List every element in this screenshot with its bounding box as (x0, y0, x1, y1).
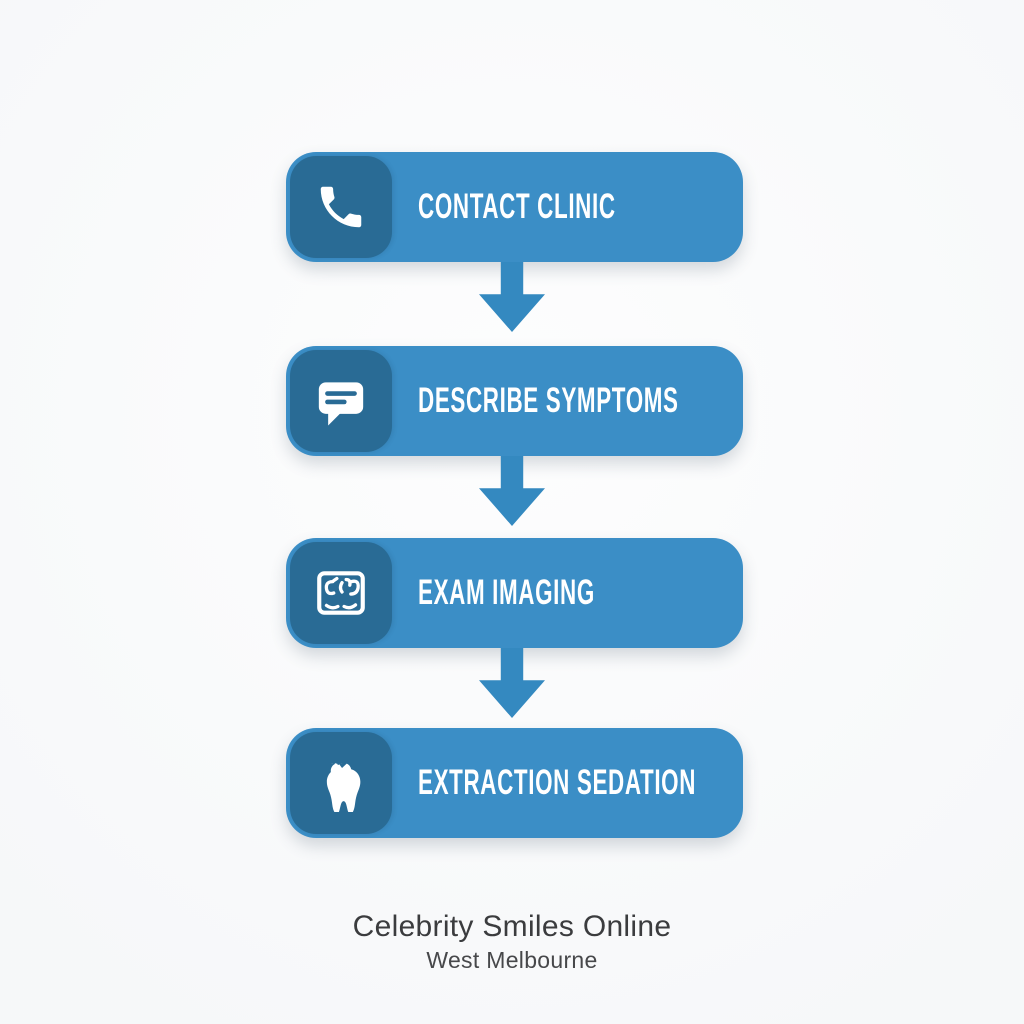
step-icon-square (290, 732, 392, 834)
down-arrow (479, 648, 545, 718)
step-describe-symptoms: DESCRIBE SYMPTOMS (286, 346, 743, 456)
tooth-icon (326, 761, 361, 812)
phone-icon (320, 186, 362, 228)
step-icon-square (290, 156, 392, 258)
xray-scan-icon (317, 571, 365, 615)
step-contact-clinic: CONTACT CLINIC (286, 152, 743, 262)
step-label: DESCRIBE SYMPTOMS (418, 381, 679, 420)
down-arrow (479, 262, 545, 332)
step-icon-square (290, 350, 392, 452)
step-label: EXTRACTION SEDATION (418, 763, 697, 802)
speech-bubble-icon (318, 382, 364, 426)
clinic-name: Celebrity Smiles Online (352, 910, 672, 943)
step-extraction-sedation: EXTRACTION SEDATION (286, 728, 743, 838)
step-label: CONTACT CLINIC (418, 187, 616, 226)
step-icon-square (290, 542, 392, 644)
clinic-location: West Melbourne (426, 947, 598, 973)
step-exam-imaging: EXAM IMAGING (286, 538, 743, 648)
step-label: EXAM IMAGING (418, 573, 595, 612)
down-arrow (479, 456, 545, 526)
